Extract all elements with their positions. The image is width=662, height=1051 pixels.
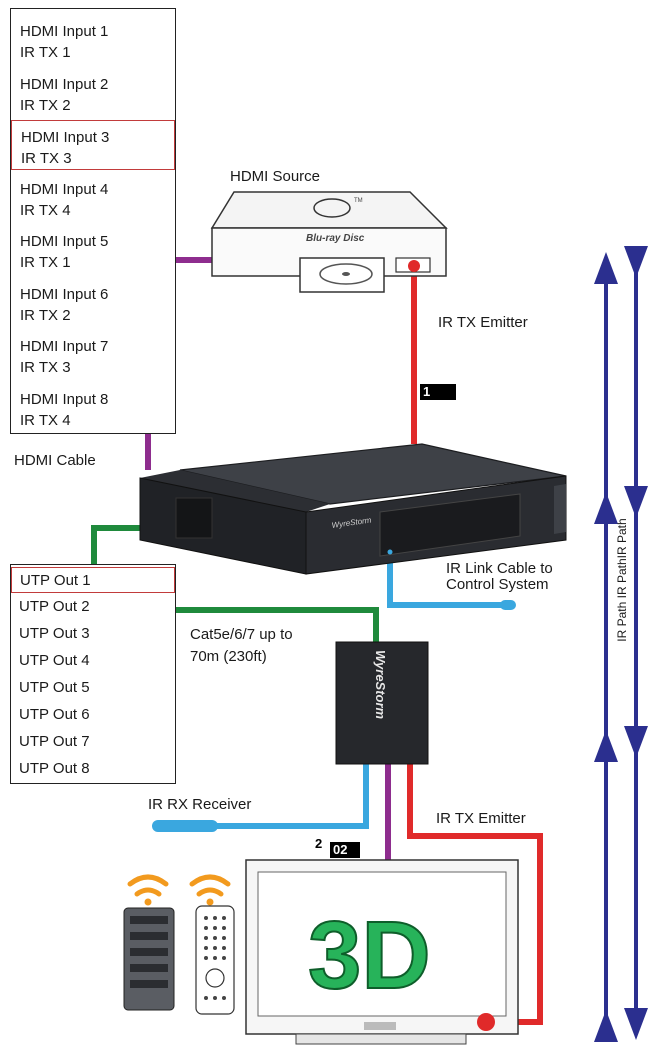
utp-output-item: UTP Out 5 [19, 679, 90, 696]
hdmi-input-item: HDMI Input 2 IR TX 2 [11, 68, 175, 118]
ir-tx-emitter-label-bottom: IR TX Emitter [436, 810, 526, 827]
hdmi-input-label: HDMI Input 6 [20, 285, 109, 303]
ir-tx-label: IR TX 1 [20, 254, 71, 271]
hdmi-cable-label: HDMI Cable [14, 452, 96, 469]
ir-link-cable [387, 556, 512, 608]
wifi-icon-right [189, 874, 231, 897]
hdmi-input-label: HDMI Input 1 [20, 23, 109, 40]
hdmi-input-item: HDMI Input 7 IR TX 3 [11, 330, 175, 380]
utp-receiver: WyreStorm [335, 641, 429, 765]
television: 3D [245, 859, 519, 1045]
remote-control-dark-icon [123, 907, 175, 1011]
ir-rx-cable [160, 764, 369, 829]
bluray-player: Blu-ray Disc TM [210, 191, 448, 293]
utp-output-item: UTP Out 7 [19, 733, 90, 750]
bluray-tm-text: TM [354, 198, 363, 204]
utp-output-item: UTP Out 3 [19, 625, 90, 642]
ir-tx-label: IR TX 3 [21, 150, 72, 167]
ir-tx-label: IR TX 2 [20, 96, 71, 114]
hdmi-input-item: HDMI Input 8 IR TX 4 [11, 383, 175, 433]
utp-output-item: UTP Out 6 [19, 706, 90, 723]
ir-tx-label: IR TX 3 [20, 359, 71, 376]
ir-path-label: IR Path IR PathIR Path [614, 500, 630, 660]
hdmi-input-label: HDMI Input 3 [21, 129, 110, 146]
ir-tx-label: IR TX 1 [20, 44, 71, 61]
hdmi-source-label: HDMI Source [230, 168, 321, 185]
cable-badge-1: 1 [420, 384, 456, 400]
hdmi-input-item: HDMI Input 5 IR TX 1 [11, 225, 175, 275]
ir-path-arrows [594, 246, 648, 1042]
wifi-dot-right [206, 898, 214, 906]
ir-rx-receiver-tip [152, 820, 218, 832]
utp-output-item: UTP Out 1 [11, 567, 175, 593]
utp-cable-matrix [91, 525, 140, 564]
utp-output-list: UTP Out 1 UTP Out 2 UTP Out 3 UTP Out 4 UTP … [10, 564, 176, 784]
hdmi-matrix-switcher: WyreStorm [139, 443, 567, 575]
ir-link-emitter-tip [500, 600, 516, 610]
hdmi-input-item: HDMI Input 1 IR TX 1 [11, 15, 175, 65]
ir-tx-emitter-label-top: IR TX Emitter [438, 314, 528, 331]
utp-cable-receiver [176, 607, 379, 642]
utp-output-item: UTP Out 2 [19, 598, 90, 615]
utp-output-item: UTP Out 4 [19, 652, 90, 669]
ir-emitter-dot-bottom [477, 1013, 495, 1031]
hdmi-input-label: HDMI Input 7 [20, 338, 109, 355]
hdmi-input-item: HDMI Input 4 IR TX 4 [11, 173, 175, 223]
wifi-dot-left [144, 898, 152, 906]
remote-control-light-icon [195, 905, 235, 1015]
cable-badge-02: 02 [330, 842, 360, 858]
wifi-icon-left [127, 874, 169, 897]
hdmi-input-label: HDMI Input 2 [20, 75, 109, 93]
ir-tx-label: IR TX 4 [20, 411, 71, 429]
hdmi-input-label: HDMI Input 4 [20, 180, 109, 198]
ir-rx-receiver-label: IR RX Receiver [148, 796, 252, 813]
ir-link-label-line1: IR Link Cable to [446, 560, 553, 577]
hdmi-input-item: HDMI Input 3 IR TX 3 [11, 120, 175, 170]
ir-path-text: IR Path IR PathIR Path [615, 518, 629, 642]
hdmi-input-label: HDMI Input 8 [20, 390, 109, 408]
hdmi-input-item: HDMI Input 6 IR TX 2 [11, 278, 175, 328]
ir-tx-cable-bottom [407, 764, 543, 1025]
utp-output-item: UTP Out 8 [19, 760, 90, 777]
ir-link-label-line2: Control System [446, 576, 549, 593]
bluray-logo-text: Blu-ray Disc [306, 233, 365, 244]
cat-cable-label-line1: Cat5e/6/7 up to [190, 626, 293, 643]
ir-tx-label: IR TX 4 [20, 201, 71, 219]
ir-tx-label: IR TX 2 [20, 306, 71, 324]
receiver-brand-text: WyreStorm [373, 650, 388, 720]
cable-badge-2: 2 [315, 836, 323, 851]
cat-cable-label-line2: 70m (230ft) [190, 648, 267, 665]
hdmi-input-label: HDMI Input 5 [20, 233, 109, 250]
tv-3d-text: 3D [308, 902, 431, 1009]
ir-emitter-dot-top [408, 260, 420, 272]
